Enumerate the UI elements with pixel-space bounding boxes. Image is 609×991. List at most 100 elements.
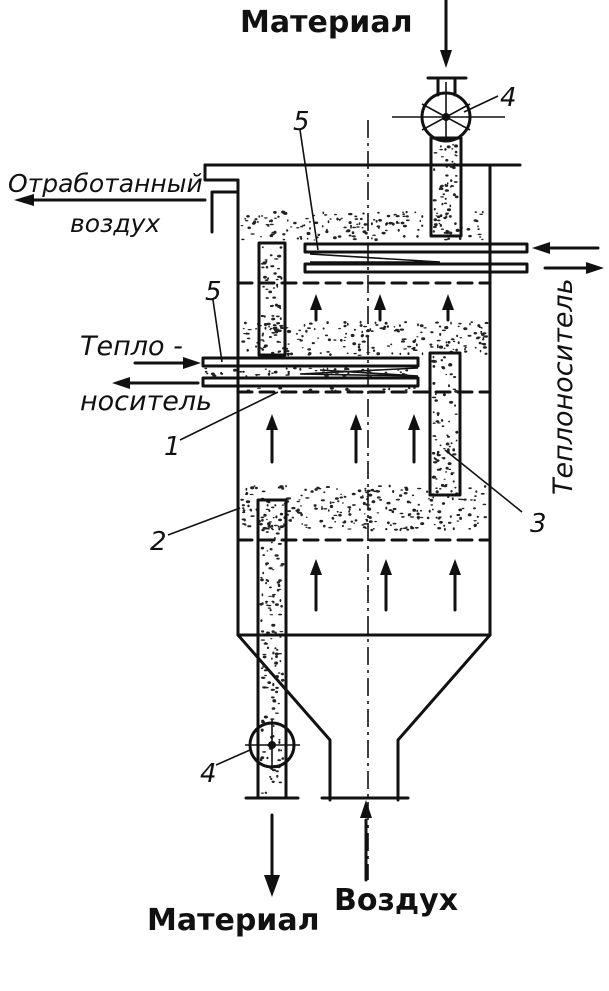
particle [347, 372, 350, 375]
particle [262, 653, 267, 656]
particle [405, 210, 408, 214]
particle [273, 272, 277, 275]
particle [392, 522, 397, 525]
particle [274, 504, 277, 507]
particle [402, 215, 406, 218]
particle [366, 352, 371, 354]
vessel-cone-left [236, 633, 332, 802]
callout-4-bottom: 4 [200, 759, 217, 789]
particle [385, 222, 387, 226]
particle [334, 213, 337, 216]
particle [282, 238, 286, 241]
particle [447, 496, 450, 498]
particle [263, 282, 267, 285]
particle [242, 370, 245, 373]
particle [339, 511, 343, 514]
particle [404, 373, 408, 377]
particle [361, 334, 365, 337]
particle [366, 489, 371, 493]
particle [271, 630, 275, 633]
particle [276, 774, 279, 778]
particle [432, 199, 437, 202]
particle [381, 372, 384, 376]
particle [437, 219, 441, 222]
particle [296, 227, 300, 229]
particle [463, 327, 468, 331]
particle [276, 268, 281, 270]
particle [433, 152, 438, 154]
particle [326, 372, 328, 375]
air-arrow-head [350, 414, 362, 430]
particle [278, 518, 283, 522]
particle [361, 330, 364, 334]
particle [369, 374, 372, 378]
particle [333, 339, 337, 341]
particle [364, 231, 368, 235]
particle [403, 492, 408, 495]
particle [245, 375, 248, 377]
particle [257, 387, 261, 389]
particle [262, 527, 267, 530]
particle [261, 676, 266, 679]
particle [416, 512, 420, 516]
rotary-feeder-top [392, 82, 505, 143]
particle [479, 213, 484, 215]
particle [432, 496, 435, 499]
particle [327, 220, 330, 224]
particle [416, 235, 419, 238]
particle [414, 211, 417, 214]
particle [438, 345, 444, 349]
particle [264, 791, 268, 794]
particle [278, 738, 281, 741]
particle [443, 356, 446, 359]
particle [432, 422, 436, 424]
particle [337, 235, 342, 238]
particle [376, 352, 381, 356]
particle [204, 370, 208, 373]
particle [431, 359, 436, 363]
particle [247, 329, 252, 331]
particle [264, 259, 268, 261]
particle [270, 777, 273, 781]
particle [308, 322, 313, 325]
particle [419, 509, 423, 512]
particle [254, 218, 258, 221]
particle [278, 275, 280, 278]
particle [286, 347, 289, 350]
particle [353, 371, 356, 374]
particle [432, 435, 437, 437]
particle [266, 631, 270, 634]
particle [469, 322, 471, 326]
particle [254, 486, 258, 490]
particle [386, 501, 391, 505]
particle [399, 512, 404, 515]
particle [261, 719, 265, 723]
particle [449, 515, 452, 518]
particle [240, 225, 244, 227]
particle [377, 211, 380, 214]
particle [241, 523, 246, 525]
particle [263, 275, 267, 279]
particle [323, 508, 328, 510]
particle [361, 524, 365, 526]
particle [343, 321, 347, 324]
particle [206, 372, 209, 375]
particle [362, 212, 365, 215]
particle [449, 186, 452, 188]
particle [366, 498, 369, 501]
particle [272, 287, 276, 289]
particle [341, 502, 344, 504]
particle [350, 333, 355, 338]
particle [274, 217, 277, 219]
particle [416, 516, 421, 519]
particle [476, 515, 479, 518]
particle [280, 282, 283, 284]
particle [273, 329, 278, 331]
particle [317, 337, 320, 339]
particle [445, 158, 449, 162]
particle [454, 390, 459, 393]
particle [443, 524, 446, 527]
particle [473, 520, 477, 522]
particle [407, 352, 410, 355]
particle [388, 509, 393, 512]
